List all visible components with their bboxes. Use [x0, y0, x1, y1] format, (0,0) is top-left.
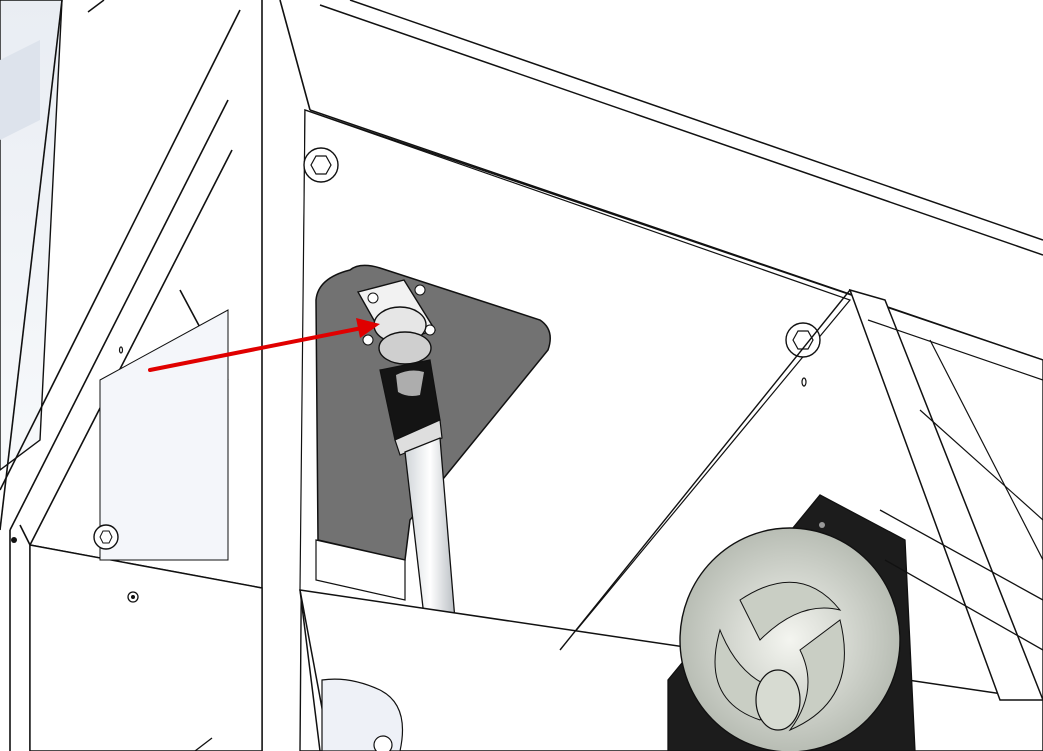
hex-bolt-upper-left: [303, 147, 339, 183]
cooling-fan: [667, 494, 916, 751]
left-wall-panel: [0, 0, 63, 471]
circular-connector: [356, 279, 443, 456]
right-frame-lines: [879, 509, 1043, 651]
callout-arrow: [148, 318, 380, 372]
lower-left-plate: [11, 309, 263, 751]
hex-bolt-right: [785, 322, 821, 358]
